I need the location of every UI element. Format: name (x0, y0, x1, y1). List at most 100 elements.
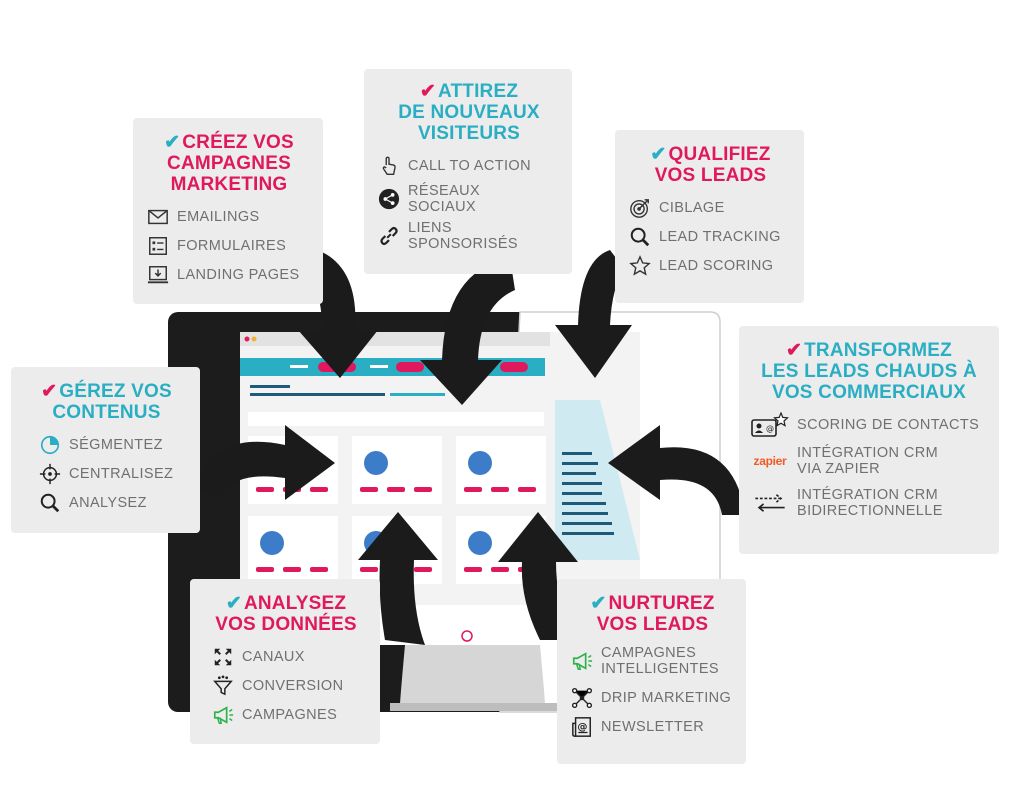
pie-chart-icon (37, 433, 63, 457)
arrow-transformez (608, 425, 745, 515)
megaphone-icon (210, 703, 236, 727)
check-icon: ✔ (419, 81, 436, 102)
item-label: SÉGMENTEZ (69, 437, 163, 453)
hand-pointer-icon (376, 154, 402, 178)
card-title: ✔TRANSFORMEZ LES LEADS CHAUDS À VOS COMM… (749, 340, 989, 403)
item-label: INTÉGRATION CRM BIDIRECTIONNELLE (797, 487, 943, 519)
title-line: VISITEURS (417, 123, 521, 144)
title-line: VOS COMMERCIAUX (771, 382, 967, 403)
title-line: ANALYSEZ (243, 593, 347, 614)
card-transformez-leads: ✔TRANSFORMEZ LES LEADS CHAUDS À VOS COMM… (739, 326, 999, 554)
envelope-icon (145, 205, 171, 229)
item-label: CALL TO ACTION (408, 158, 531, 174)
item-label: NEWSLETTER (601, 719, 705, 735)
funnel-icon (210, 674, 236, 698)
check-icon: ✔ (164, 132, 181, 153)
card-title: ✔ANALYSEZ VOS DONNÉES (202, 593, 370, 635)
list-item-conversion: CONVERSION (210, 674, 370, 698)
arrow-gerez (195, 425, 335, 500)
list-item-canaux: CANAUX (210, 645, 370, 669)
card-analysez-donnees: ✔ANALYSEZ VOS DONNÉES CANAUX CONVERSION … (190, 579, 380, 744)
item-label: LEAD TRACKING (659, 229, 781, 245)
list-item-drip-marketing: DRIP MARKETING (569, 686, 736, 710)
item-label: FORMULAIRES (177, 238, 287, 254)
list-item-scoring-contacts: @ SCORING DE CONTACTS (749, 412, 989, 437)
item-label: ANALYSEZ (69, 495, 147, 511)
star-icon (627, 254, 653, 278)
newsletter-icon: @ (569, 715, 595, 739)
item-label: LEAD SCORING (659, 258, 774, 274)
list-item-call-to-action: CALL TO ACTION (376, 154, 562, 178)
share-icon (376, 187, 402, 211)
list-item-newsletter: @ NEWSLETTER (569, 715, 736, 739)
form-icon (145, 234, 171, 258)
megaphone-icon (569, 649, 595, 673)
title-line: NURTUREZ (608, 593, 715, 614)
title-line: QUALIFIEZ (668, 144, 771, 165)
list-item-lead-scoring: LEAD SCORING (627, 254, 794, 278)
item-label: CAMPAGNES (242, 707, 338, 723)
item-label: LIENS SPONSORISÉS (408, 220, 518, 252)
bidirectional-arrows-icon (749, 491, 791, 515)
magnifier-icon (627, 225, 653, 249)
contact-card-star-icon: @ (749, 412, 791, 437)
item-label: SCORING DE CONTACTS (797, 417, 980, 433)
item-label: LANDING PAGES (177, 267, 300, 283)
check-icon: ✔ (786, 340, 803, 361)
card-title: ✔NURTUREZ VOS LEADS (569, 593, 736, 635)
item-label: INTÉGRATION CRM VIA ZAPIER (797, 445, 939, 477)
check-icon: ✔ (650, 144, 667, 165)
card-nurturez-leads: ✔NURTUREZ VOS LEADS CAMPAGNES INTELLIGEN… (557, 579, 746, 764)
title-line: ATTIREZ (437, 81, 519, 102)
card-title: ✔GÉREZ VOS CONTENUS (23, 381, 190, 423)
check-icon: ✔ (41, 381, 58, 402)
item-label: CAMPAGNES INTELLIGENTES (601, 645, 720, 677)
list-item-ciblage: CIBLAGE (627, 196, 794, 220)
title-line: CRÉEZ VOS (182, 132, 294, 153)
arrow-attirez (420, 258, 515, 405)
title-line: DE NOUVEAUX (398, 102, 540, 123)
list-item-landing-pages: LANDING PAGES (145, 263, 313, 287)
svg-text:@: @ (766, 424, 774, 433)
zapier-logo: zapier (749, 449, 791, 473)
item-label: CONVERSION (242, 678, 344, 694)
title-line: MARKETING (170, 174, 288, 195)
title-line: CONTENUS (52, 402, 161, 423)
title-line: LES LEADS CHAUDS À (761, 361, 977, 382)
card-gerez-contenus: ✔GÉREZ VOS CONTENUS SÉGMENTEZ CENTRALISE… (11, 367, 200, 533)
list-item-crm-bidirectionnelle: INTÉGRATION CRM BIDIRECTIONNELLE (749, 487, 989, 519)
title-line: VOS LEADS (654, 165, 767, 186)
expand-arrows-icon (210, 645, 236, 669)
list-item-segmentez: SÉGMENTEZ (37, 433, 190, 457)
check-icon: ✔ (590, 593, 607, 614)
landing-page-icon (145, 263, 171, 287)
title-line: VOS DONNÉES (215, 614, 357, 635)
arrow-qualifiez (555, 250, 632, 378)
item-label: DRIP MARKETING (601, 690, 732, 706)
title-line: GÉREZ VOS (59, 381, 172, 402)
arrow-analysez (358, 512, 438, 645)
list-item-crm-zapier: zapier INTÉGRATION CRM VIA ZAPIER (749, 445, 989, 477)
title-line: CAMPAGNES (167, 153, 291, 174)
svg-text:@: @ (577, 722, 587, 733)
list-item-formulaires: FORMULAIRES (145, 234, 313, 258)
network-icon (569, 686, 595, 710)
card-qualifiez-leads: ✔QUALIFIEZ VOS LEADS CIBLAGE LEAD TRACKI… (615, 130, 804, 303)
card-attirez-visiteurs: ✔ATTIREZ DE NOUVEAUX VISITEURS CALL TO A… (364, 69, 572, 274)
item-label: CIBLAGE (659, 200, 725, 216)
list-item-campagnes-intelligentes: CAMPAGNES INTELLIGENTES (569, 645, 736, 677)
link-icon (376, 224, 402, 248)
list-item-liens-sponsorises: LIENS SPONSORISÉS (376, 220, 562, 252)
title-line: VOS LEADS (596, 614, 709, 635)
check-icon: ✔ (225, 593, 242, 614)
item-label: CANAUX (242, 649, 305, 665)
item-label: RÉSEAUX SOCIAUX (408, 183, 481, 215)
magnifier-icon (37, 491, 63, 515)
list-item-centralisez: CENTRALISEZ (37, 462, 190, 486)
card-title: ✔ATTIREZ DE NOUVEAUX VISITEURS (376, 81, 562, 144)
title-line: TRANSFORMEZ (804, 340, 952, 361)
list-item-analysez: ANALYSEZ (37, 491, 190, 515)
item-label: CENTRALISEZ (69, 466, 174, 482)
list-item-lead-tracking: LEAD TRACKING (627, 225, 794, 249)
list-item-emailings: EMAILINGS (145, 205, 313, 229)
